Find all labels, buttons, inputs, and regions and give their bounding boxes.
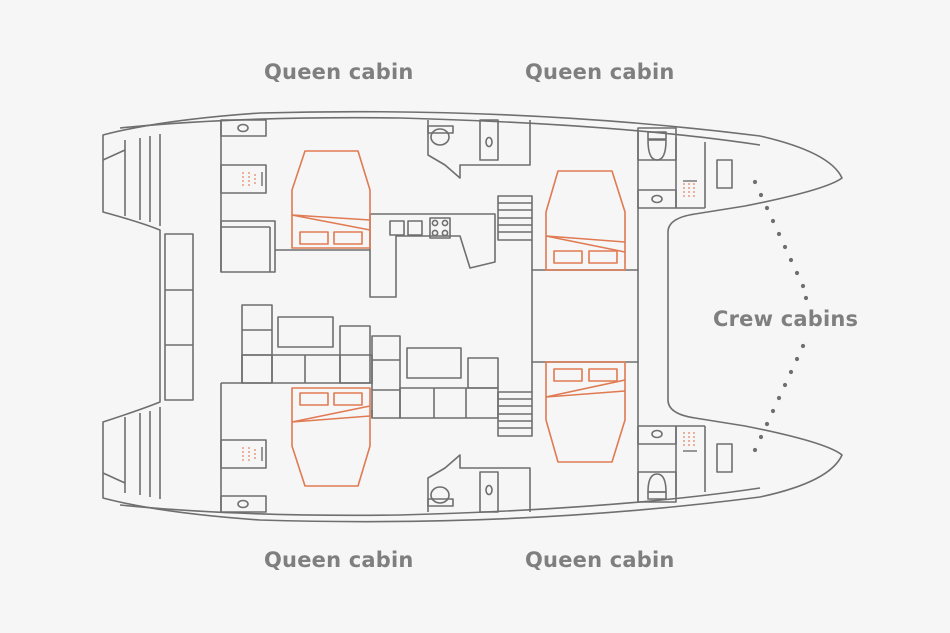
head-top-mid <box>427 120 531 179</box>
shower-head-icon <box>242 172 695 463</box>
crew-cabins-dotted-leader <box>752 179 809 453</box>
nav-station <box>371 335 401 419</box>
bed-bottom-right <box>545 361 626 463</box>
saloon-settee-outer <box>241 304 273 384</box>
head-bottom-mid <box>427 454 531 512</box>
hull-inner-line-top <box>119 116 761 146</box>
sink-top-left <box>220 119 267 137</box>
transom-steps-bottom <box>102 407 161 499</box>
saloon-coffee-table <box>406 347 462 379</box>
sink-bottom-left <box>220 495 267 513</box>
shower-top-left <box>220 164 267 194</box>
sink-bottom-mid <box>479 471 499 513</box>
crew-locker-top <box>716 159 733 189</box>
label-queen-cabin-top-left: Queen cabin <box>264 60 414 84</box>
label-queen-cabin-bottom-left: Queen cabin <box>264 548 414 572</box>
bridgedeck-center <box>531 269 639 363</box>
galley-sink-1 <box>389 220 405 236</box>
label-queen-cabin-bottom-right: Queen cabin <box>525 548 675 572</box>
cockpit-bench <box>164 233 194 401</box>
sink-top-mid <box>479 119 499 161</box>
galley-sink-2 <box>407 220 423 236</box>
saloon-sofa <box>399 387 499 419</box>
sink-top-right <box>637 189 677 209</box>
bed-top-left <box>291 150 371 249</box>
saloon-table <box>277 316 334 348</box>
label-crew-cabins: Crew cabins <box>713 307 859 331</box>
galley-counter <box>369 213 496 298</box>
transom-steps-top <box>102 134 161 226</box>
bed-bottom-left <box>291 387 371 487</box>
crew-locker-bottom <box>716 443 733 473</box>
shower-bottom-left <box>220 439 267 469</box>
bed-top-right <box>545 170 626 271</box>
galley-stove <box>429 217 451 239</box>
sink-bottom-right <box>637 425 677 445</box>
label-queen-cabin-top-right: Queen cabin <box>525 60 675 84</box>
head-bottom-right <box>637 471 677 503</box>
locker-top-left <box>220 220 276 273</box>
hull-inner-line-bottom <box>119 487 761 517</box>
